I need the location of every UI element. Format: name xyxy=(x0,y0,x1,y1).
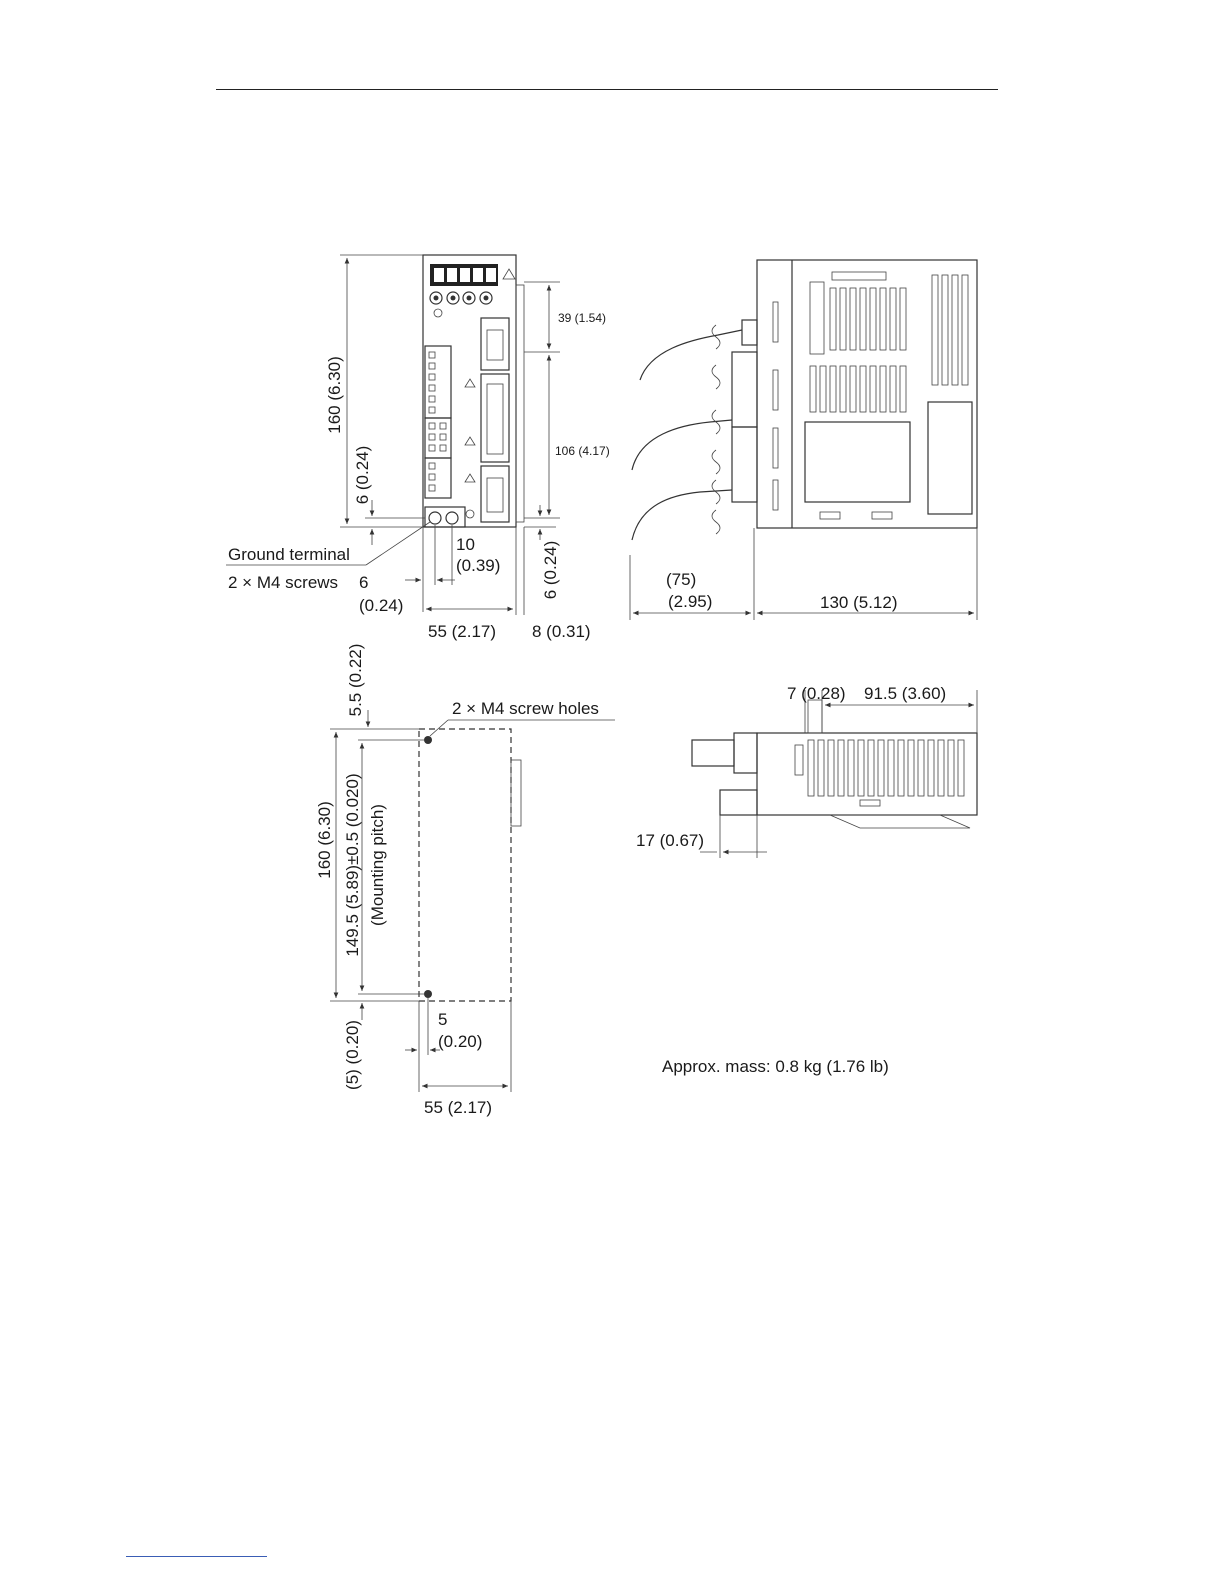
bottom-offset-label: 7 (0.28) xyxy=(787,684,846,703)
hole-offset-inch: (0.20) xyxy=(438,1032,482,1051)
front-connectors xyxy=(480,317,510,523)
mount-height-label: 160 (6.30) xyxy=(315,801,334,879)
side-window xyxy=(927,401,973,515)
front-width-label: 55 (2.17) xyxy=(428,622,496,641)
ground-pitch-inch: (0.39) xyxy=(456,556,500,575)
screw-offset-value: 6 xyxy=(359,573,368,592)
mounting-outline xyxy=(418,728,512,1002)
mass-note: Approx. mass: 0.8 kg (1.76 lb) xyxy=(662,1057,889,1076)
side-view: (75) (2.95) 130 (5.12) xyxy=(629,259,978,620)
screw-offset-inch: (0.24) xyxy=(359,596,403,615)
cable-length-inch: (2.95) xyxy=(668,592,712,611)
bottom-length-label: 91.5 (3.60) xyxy=(864,684,946,703)
front-bottom-offset-left: 6 (0.24) xyxy=(353,446,372,505)
front-view: 160 (6.30) 6 (0.24) 39 (1.54) 106 (4.17)… xyxy=(226,254,610,641)
header-rule xyxy=(216,89,998,90)
side-depth-label: 130 (5.12) xyxy=(820,593,898,612)
mount-bottom-margin-label: (5) (0.20) xyxy=(343,1020,362,1090)
side-cables xyxy=(631,319,758,541)
ground-screw-2 xyxy=(445,511,459,525)
front-side-depth-label: 8 (0.31) xyxy=(532,622,591,641)
mount-pitch-caption: (Mounting pitch) xyxy=(368,804,387,926)
mounting-view: 2 × M4 screw holes 5.5 (0.22) 160 (6.30)… xyxy=(315,644,615,1117)
screw-hole-top xyxy=(424,736,432,744)
hole-offset-value: 5 xyxy=(438,1010,447,1029)
ground-terminal-label: Ground terminal xyxy=(228,545,350,564)
bottom-view: 7 (0.28) 91.5 (3.60) 17 (0.67) xyxy=(636,684,978,858)
screw-hole-bottom xyxy=(424,990,432,998)
front-middle-label: 106 (4.17) xyxy=(555,444,610,458)
ground-screw-1 xyxy=(428,511,442,525)
front-height-label: 160 (6.30) xyxy=(325,356,344,434)
bottom-connector xyxy=(691,739,735,767)
footer-link-underline[interactable] xyxy=(126,1556,267,1557)
warning-triangle-icon xyxy=(502,268,516,280)
bottom-cable-label: 17 (0.67) xyxy=(636,831,704,850)
ground-pitch-value: 10 xyxy=(456,535,475,554)
front-bottom-offset-right: 6 (0.24) xyxy=(541,541,560,600)
front-top-offset-label: 39 (1.54) xyxy=(558,311,606,325)
mount-width-label: 55 (2.17) xyxy=(424,1098,492,1117)
bottom-vents xyxy=(794,739,965,807)
side-label-plate xyxy=(804,421,911,503)
front-panel-buttons xyxy=(429,291,493,318)
m4-screws-label: 2 × M4 screws xyxy=(228,573,338,592)
terminal-block xyxy=(424,345,476,499)
ground-symbol-icon xyxy=(465,509,475,519)
side-body-outline xyxy=(756,259,978,529)
cable-length-value: (75) xyxy=(666,570,696,589)
screw-holes-label: 2 × M4 screw holes xyxy=(452,699,599,718)
side-vents xyxy=(809,271,969,413)
mount-pitch-label: 149.5 (5.89)±0.5 (0.020) xyxy=(343,773,362,956)
mount-top-margin-label: 5.5 (0.22) xyxy=(346,644,365,717)
